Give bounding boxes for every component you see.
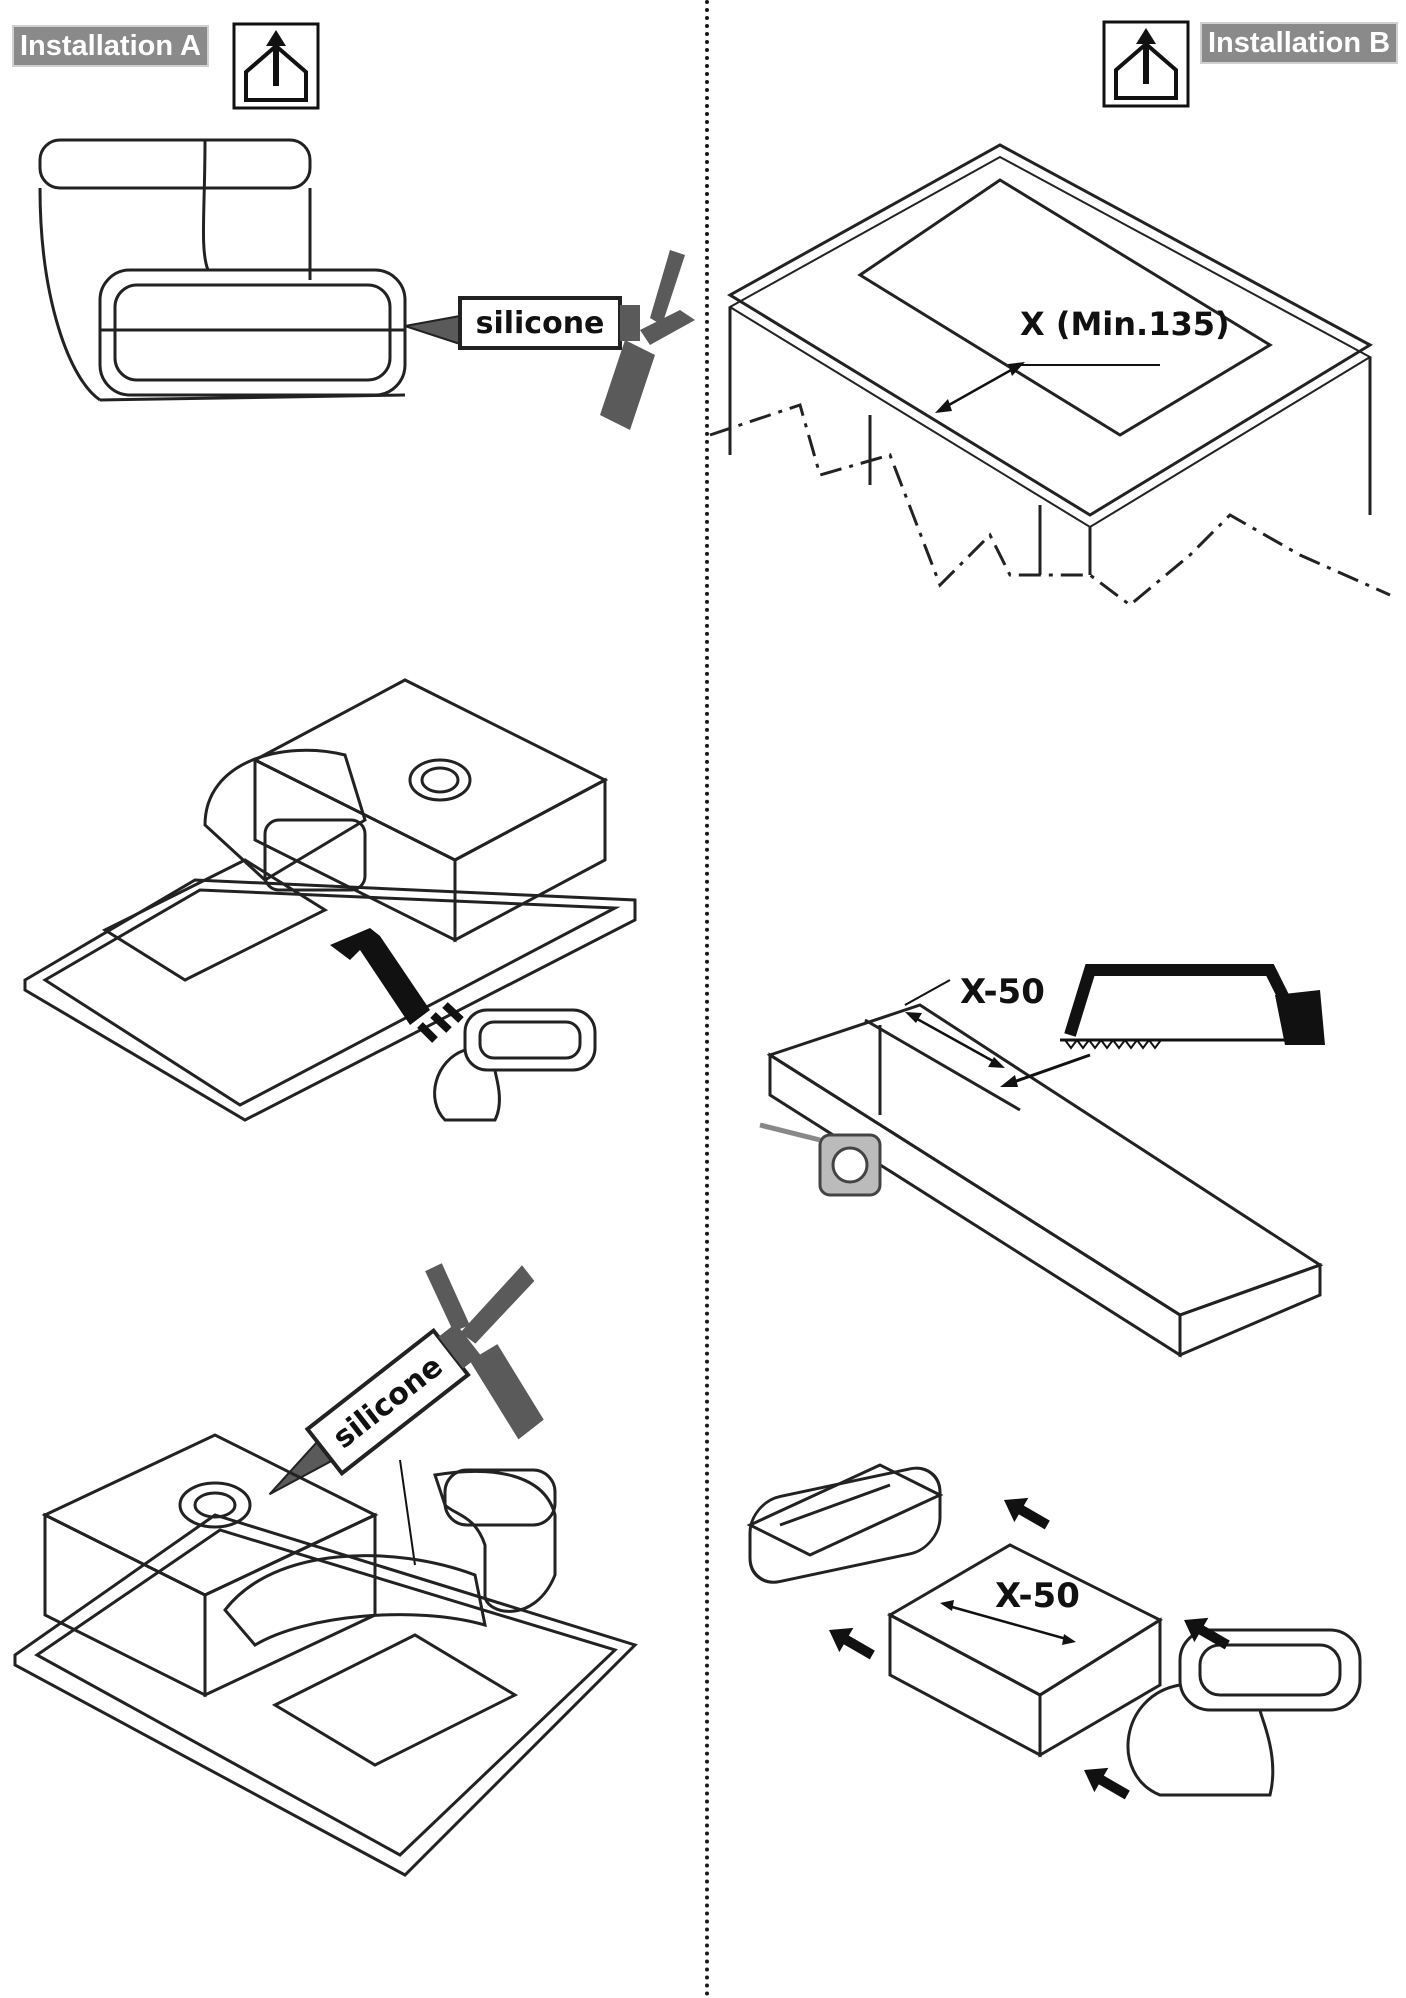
x-min-label: X (Min.135) bbox=[1020, 305, 1230, 343]
x50-dimension: X-50 bbox=[940, 1576, 1080, 1645]
vent-up-house-icon bbox=[232, 22, 320, 110]
insert-arrow-icon bbox=[330, 928, 464, 1043]
hacksaw-icon bbox=[1000, 964, 1325, 1087]
x50-dimension: X-50 bbox=[904, 972, 1045, 1068]
installation-b-label: Installation B bbox=[1200, 22, 1399, 64]
hood-unit-drawing bbox=[13, 1433, 638, 1877]
hood-silicone-step: silicone bbox=[13, 1263, 638, 1877]
elbow-part-drawing bbox=[1126, 1628, 1362, 1797]
elbow-silicone-step: silicone bbox=[38, 138, 695, 430]
assembly-arrows-icon bbox=[829, 1497, 1230, 1800]
center-divider bbox=[705, 0, 709, 1998]
silicone-gun-icon: silicone bbox=[404, 250, 695, 430]
duct-elbow-drawing bbox=[38, 138, 407, 402]
straight-connector-drawing bbox=[746, 1463, 944, 1584]
flange-ring-icon bbox=[759, 1122, 882, 1197]
installation-a-label: Installation A bbox=[12, 25, 209, 67]
silicone-gun-icon: silicone bbox=[268, 1263, 544, 1496]
x50-duct-piece-drawing bbox=[886, 1543, 1164, 1758]
flat-duct-drawing bbox=[766, 1003, 1324, 1358]
vent-up-house-icon bbox=[1102, 20, 1190, 108]
cabinet-opening-step: X (Min.135) bbox=[709, 143, 1391, 607]
cabinet-drawing bbox=[709, 143, 1391, 607]
hood-unit-drawing bbox=[23, 678, 637, 1122]
elbow-part-drawing bbox=[433, 1008, 597, 1122]
x-min-dimension: X (Min.135) bbox=[935, 305, 1230, 413]
silicone-label: silicone bbox=[476, 306, 605, 341]
duct-assembly-step: X-50 bbox=[746, 1463, 1362, 1800]
x50-label: X-50 bbox=[960, 972, 1045, 1012]
duct-cut-step: X-50 bbox=[759, 964, 1325, 1358]
hood-elbow-insert-step bbox=[23, 678, 637, 1122]
x50-label: X-50 bbox=[995, 1576, 1080, 1616]
